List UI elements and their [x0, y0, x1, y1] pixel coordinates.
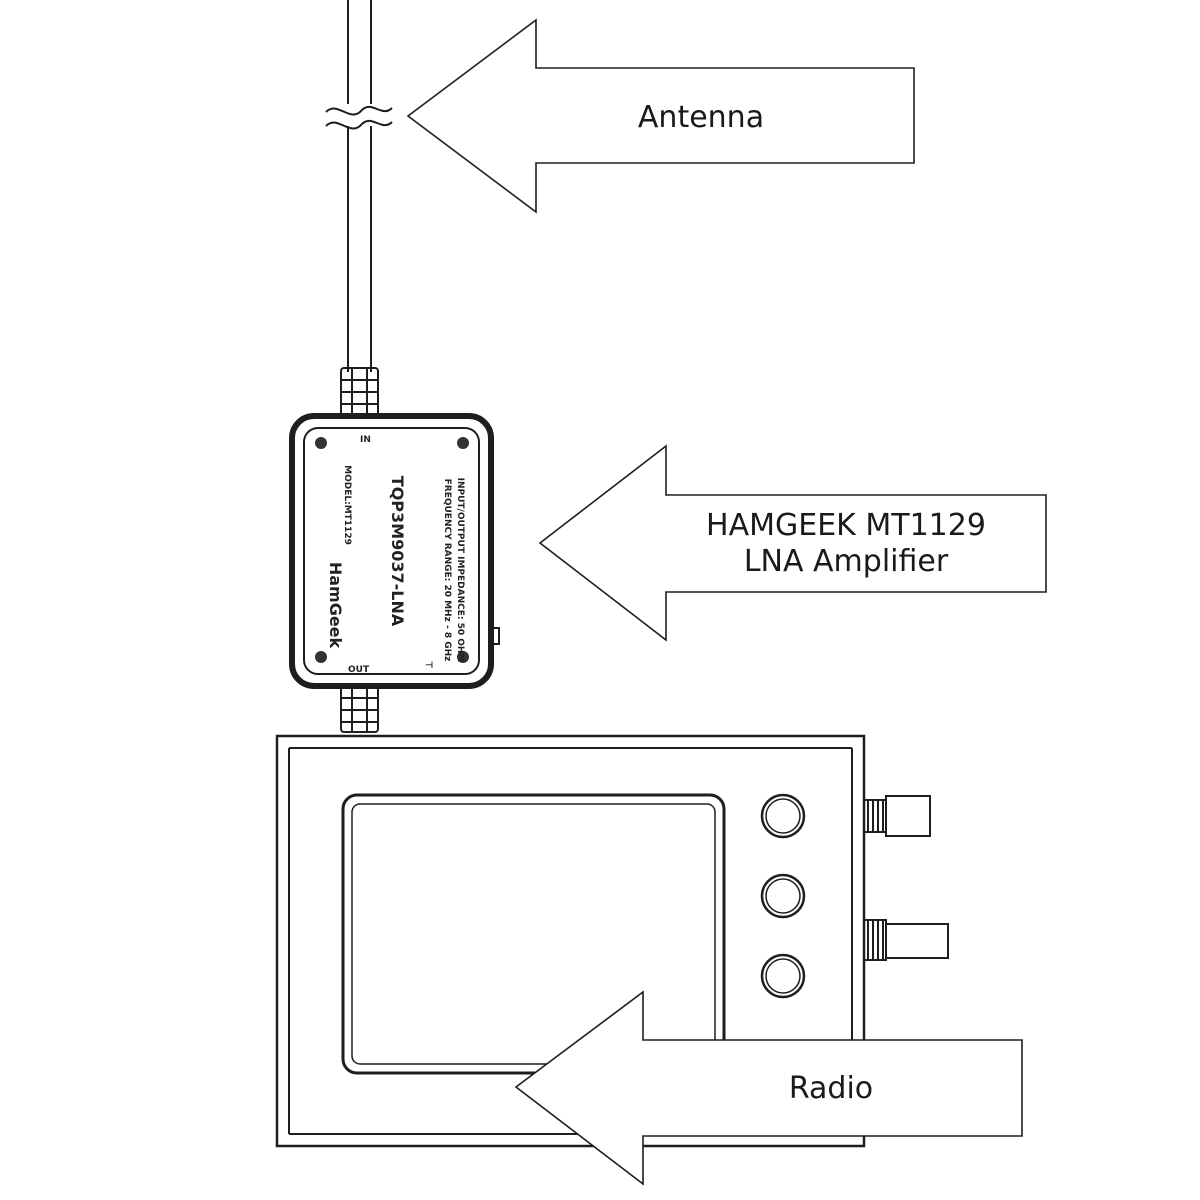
- radio-screen: [341, 793, 726, 1075]
- radio-label: Radio: [789, 1071, 873, 1106]
- lna-model: MODEL:MT1129: [342, 465, 352, 545]
- screw-icon: [315, 437, 327, 449]
- antenna-whip: [325, 0, 393, 372]
- lna-callout-arrow: HAMGEEK MT1129 LNA Amplifier: [538, 444, 1047, 642]
- lna-spec-frequency: FREQUENCY RANGE: 20 MHz - 8 GHz: [442, 479, 452, 662]
- antenna-callout-arrow: Antenna: [406, 18, 915, 214]
- radio-button-bottom: [760, 953, 806, 999]
- screw-icon: [457, 651, 469, 663]
- screw-icon: [457, 437, 469, 449]
- antenna-label: Antenna: [638, 100, 764, 135]
- radio-button-middle: [760, 873, 806, 919]
- lna-amplifier-box: IN OUT ⊣ TQP3M9037-LNA MODEL:MT1129 FREQ…: [289, 413, 500, 689]
- screw-icon: [315, 651, 327, 663]
- antenna-connector: [340, 367, 379, 417]
- output-connector: [340, 685, 379, 733]
- radio-callout-arrow: Radio: [514, 990, 1023, 1186]
- lna-port-out-label: OUT: [348, 665, 370, 675]
- radio-button-top: [760, 793, 806, 839]
- power-switch: [490, 627, 500, 645]
- lna-label-line1: HAMGEEK MT1129: [706, 508, 986, 543]
- lna-title: TQP3M9037-LNA: [388, 476, 407, 627]
- radio-sma-port-top: [863, 795, 931, 837]
- lna-label-line2: LNA Amplifier: [744, 544, 949, 579]
- radio-sma-port-bottom: [863, 919, 949, 961]
- lna-brand-logo: HamGeek: [326, 562, 345, 649]
- lna-port-in-label: IN: [360, 435, 371, 445]
- lna-usb-mark: ⊣: [425, 661, 433, 671]
- lna-spec-impedance: INPUT/OUTPUT IMPEDANCE: 50 OHM: [455, 478, 465, 663]
